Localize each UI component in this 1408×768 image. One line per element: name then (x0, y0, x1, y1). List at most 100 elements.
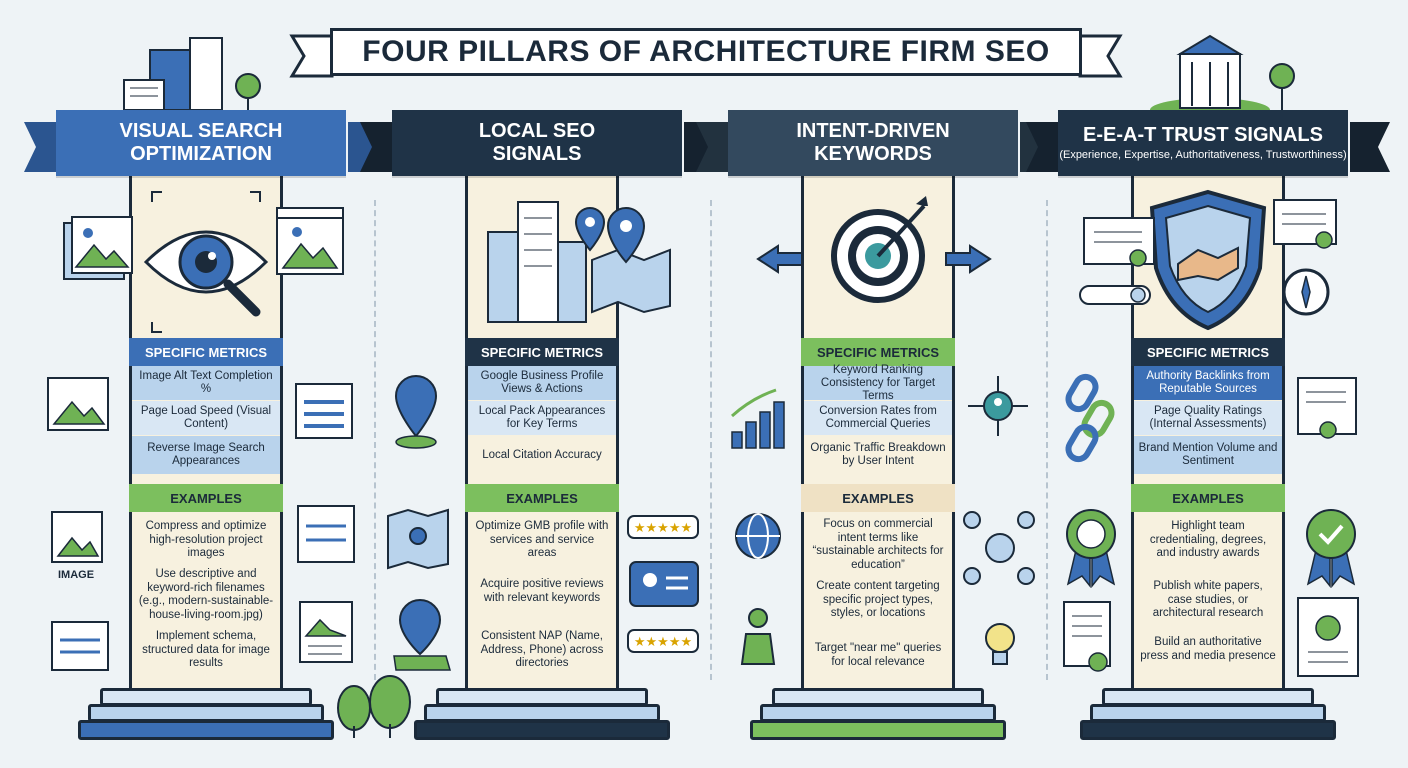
svg-text:★★★★★: ★★★★★ (634, 521, 692, 536)
building-illustration-icon (123, 37, 261, 112)
arrow-left-icon (756, 244, 803, 274)
metrics-header: SPECIFIC METRICS (801, 338, 955, 366)
pillar-heading-line2: SIGNALS (492, 143, 582, 165)
review-stars-icon: ★★★★★ (627, 515, 699, 539)
example-item: Implement schema, structured data for im… (142, 630, 270, 669)
sliders-icon (295, 383, 353, 439)
pillar-heading-line1: E-E-A-T TRUST SIGNALS (1083, 124, 1323, 146)
svg-text:★★★★★: ★★★★★ (634, 635, 692, 650)
document-seal-icon (1063, 601, 1111, 672)
examples-header: EXAMPLES (801, 484, 955, 512)
scroll-icon (1079, 285, 1151, 305)
pillar-base (78, 720, 334, 740)
pillar-heading-line2: KEYWORDS (814, 143, 932, 165)
image-file-icon: IMAGE (50, 510, 106, 581)
target-arrow-icon (831, 196, 928, 303)
metric-item: Page Quality Ratings (Internal Assessmen… (1134, 401, 1282, 435)
example-item: Target "near me" queries for local relev… (814, 642, 942, 668)
pillar-heading-line1: INTENT-DRIVEN (796, 120, 950, 142)
example-item: Compress and optimize high-resolution pr… (145, 520, 267, 559)
examples-header: EXAMPLES (1131, 484, 1285, 512)
pillar-base (1080, 720, 1336, 740)
pillar-heading-line2: OPTIMIZATION (130, 143, 272, 165)
trees-icon (337, 675, 411, 738)
lightbulb-icon (985, 623, 1015, 665)
sliders-icon (51, 621, 109, 671)
certificate-icon (1083, 217, 1155, 267)
pillar-heading: E-E-A-T TRUST SIGNALS (Experience, Exper… (1058, 110, 1348, 176)
metric-item: Keyword Ranking Consistency for Target T… (804, 364, 952, 402)
checklist-image-icon (299, 601, 353, 663)
divider (710, 200, 712, 680)
pillar-heading-line1: LOCAL SEO (478, 120, 596, 142)
metric-item: Conversion Rates from Commercial Queries (804, 401, 952, 435)
person-icon (740, 608, 776, 665)
metric-item: Organic Traffic Breakdown by User Intent (804, 436, 952, 474)
example-item: Acquire positive reviews with relevant k… (480, 578, 604, 604)
map-pin-icon (591, 207, 671, 314)
example-item: Optimize GMB profile with services and s… (475, 520, 609, 559)
pillar-column: SPECIFIC METRICS Keyword Ranking Consist… (801, 172, 955, 692)
chain-link-icon (1065, 373, 1115, 463)
metric-item: Brand Mention Volume and Sentiment (1134, 436, 1282, 474)
metric-item: Authority Backlinks from Reputable Sourc… (1134, 366, 1282, 400)
metric-item: Google Business Profile Views & Actions (468, 366, 616, 400)
review-stars-icon: ★★★★★ (627, 629, 699, 653)
image-label: IMAGE (57, 569, 95, 581)
globe-icon (735, 513, 781, 559)
profile-card-icon (629, 561, 699, 607)
pillar-column: SPECIFIC METRICS Authority Backlinks fro… (1131, 172, 1285, 692)
city-map-pin-icon (487, 201, 606, 323)
shield-handshake-icon (1149, 189, 1267, 331)
pillar-eeat-trust: E-E-A-T TRUST SIGNALS (Experience, Exper… (1026, 110, 1390, 750)
example-item: Focus on commercial intent terms like “s… (812, 518, 944, 571)
network-icon (968, 376, 1028, 436)
metrics-header: SPECIFIC METRICS (1131, 338, 1285, 366)
sliders-icon (297, 505, 355, 563)
metric-item: Reverse Image Search Appearances (132, 436, 280, 474)
page-title: FOUR PILLARS OF ARCHITECTURE FIRM SEO (330, 28, 1082, 76)
divider (374, 200, 376, 680)
certificate-icon (1273, 199, 1337, 249)
pillar-heading-line1: VISUAL SEARCH (119, 120, 283, 142)
metrics-header: SPECIFIC METRICS (465, 338, 619, 366)
metric-item: Local Citation Accuracy (468, 436, 616, 474)
pillar-base (414, 720, 670, 740)
examples-header: EXAMPLES (465, 484, 619, 512)
certificate-icon (1297, 597, 1359, 677)
ribbon-end (1350, 122, 1390, 172)
title-banner: FOUR PILLARS OF ARCHITECTURE FIRM SEO (289, 28, 1123, 78)
image-file-icon (47, 377, 109, 431)
example-item: Consistent NAP (Name, Address, Phone) ac… (480, 630, 604, 669)
metric-item: Page Load Speed (Visual Content) (132, 401, 280, 435)
example-item: Build an authoritative press and media p… (1140, 636, 1276, 662)
map-icon (387, 508, 449, 570)
growth-chart-icon (730, 388, 785, 449)
arrow-right-icon (945, 244, 992, 274)
pillar-column: SPECIFIC METRICS Image Alt Text Completi… (129, 172, 283, 692)
eye-magnifier-icon (143, 191, 269, 333)
divider (1046, 200, 1048, 680)
metric-item: Local Pack Appearances for Key Terms (468, 401, 616, 435)
map-pin-icon (394, 375, 438, 449)
examples-header: EXAMPLES (129, 484, 283, 512)
pillar-local-seo: LOCAL SEO SIGNALS SPECIFIC METRICS Googl… (360, 110, 724, 750)
pillar-base (750, 720, 1006, 740)
award-badge-icon (1066, 509, 1116, 589)
image-window-icon (276, 207, 344, 275)
image-file-icon (63, 216, 133, 280)
pillar-heading: LOCAL SEO SIGNALS (392, 110, 682, 176)
pillar-subheading: (Experience, Expertise, Authoritativenes… (1059, 149, 1347, 161)
award-certificate-icon (1297, 377, 1357, 439)
title-ribbon-right (1078, 34, 1123, 78)
map-pin-icon (393, 599, 451, 671)
metric-item: Image Alt Text Completion % (132, 366, 280, 400)
title-ribbon-left (289, 34, 334, 78)
compass-icon (1282, 268, 1330, 316)
courthouse-icon (1150, 34, 1295, 122)
metrics-header: SPECIFIC METRICS (129, 338, 283, 366)
example-item: Use descriptive and keyword-rich filenam… (138, 568, 274, 621)
pillar-heading: VISUAL SEARCH OPTIMIZATION (56, 110, 346, 176)
pillar-heading: INTENT-DRIVEN KEYWORDS (728, 110, 1018, 176)
example-item: Publish white papers, case studies, or a… (1152, 580, 1264, 619)
